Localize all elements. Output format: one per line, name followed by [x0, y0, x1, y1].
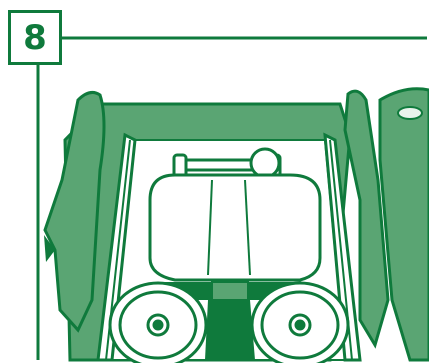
ribbon-center-slot — [212, 282, 248, 300]
right-housing — [380, 89, 429, 360]
cartridge-body — [150, 175, 320, 280]
step-number-badge: 8 — [8, 10, 62, 65]
step-number: 8 — [23, 21, 47, 55]
right-housing-hole — [398, 107, 422, 119]
right-spool — [252, 283, 348, 363]
center-column — [205, 300, 255, 360]
left-spool — [110, 283, 206, 363]
